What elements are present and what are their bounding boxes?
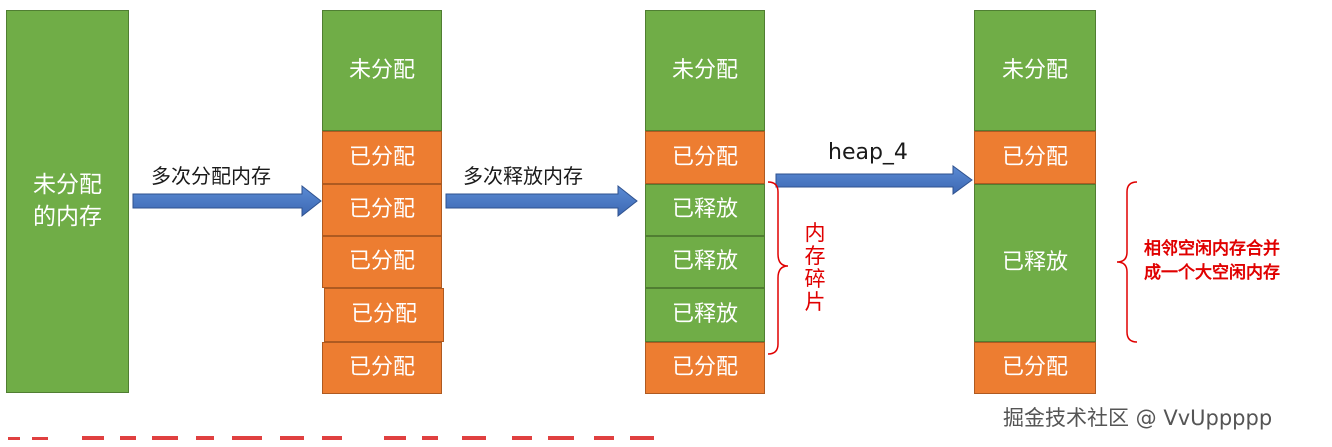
col3-freed-block: 已释放 [645,236,765,288]
col3-freed-block: 已释放 [645,184,765,236]
arrow-heap4 [775,165,973,195]
col2-unallocated-block: 未分配 [322,10,442,131]
col3-unallocated-block: 未分配 [645,10,765,131]
col2-allocated-block: 已分配 [322,131,442,184]
watermark: 掘金技术社区 @ VvUppppp [1003,406,1273,430]
merge-note-line2: 成一个大空闲内存 [1144,263,1280,283]
col2-allocated-block: 已分配 [322,184,442,236]
merge-left-bracket [1116,181,1138,343]
col4-allocated-block: 已分配 [974,342,1096,394]
arrow-label-heap4: heap_4 [828,140,908,165]
fragment-bracket [767,181,789,355]
col3-freed-block: 已释放 [645,288,765,342]
arrow-label-free: 多次释放内存 [463,164,583,188]
unallocated-memory-block: 未分配 的内存 [6,10,129,393]
col2-allocated-block: 已分配 [324,288,444,342]
col4-allocated-block: 已分配 [974,131,1096,184]
col2-allocated-block: 已分配 [322,236,442,288]
col3-allocated-block: 已分配 [645,131,765,184]
arrow-free [445,184,638,218]
fragment-label: 内存碎片 [804,221,826,315]
col3-allocated-block: 已分配 [645,342,765,394]
merge-note-line1: 相邻空闲内存合并 [1144,239,1280,259]
col4-unallocated-block: 未分配 [974,10,1096,131]
col4-merged-freed-block: 已释放 [974,184,1096,342]
arrow-allocate [132,184,322,218]
arrow-label-allocate: 多次分配内存 [151,164,271,188]
bottom-cutoff-decoration [0,432,680,447]
col2-allocated-block: 已分配 [322,342,442,394]
